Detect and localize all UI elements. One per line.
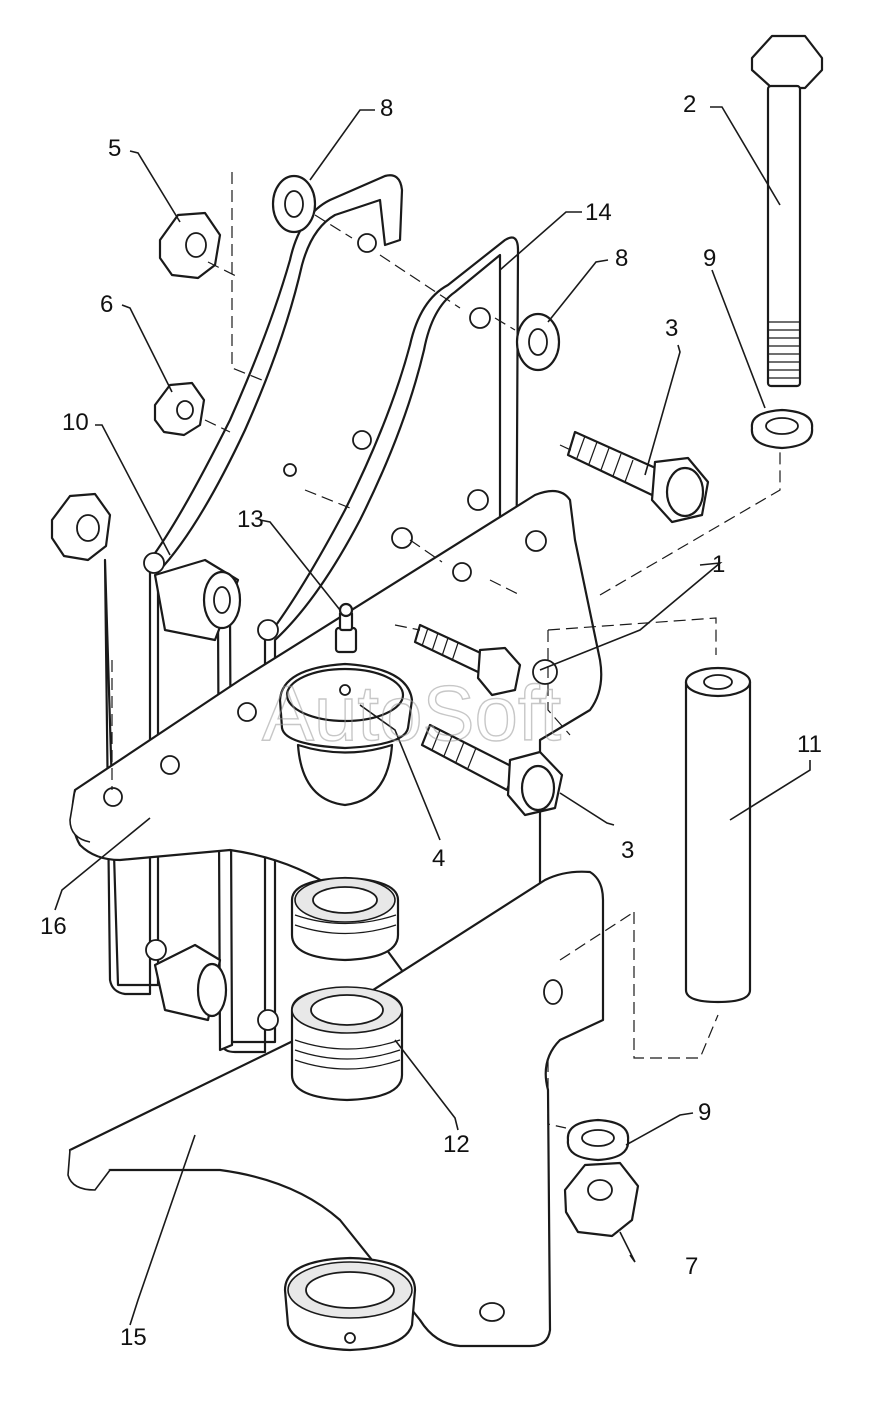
spacer-bushing-upper bbox=[153, 558, 242, 642]
callout-5: 5 bbox=[108, 135, 121, 162]
long-bolt bbox=[750, 34, 824, 388]
spring-washer-lower bbox=[566, 1118, 630, 1162]
callout-16: 16 bbox=[40, 913, 67, 940]
callout-9-lower: 9 bbox=[698, 1099, 711, 1126]
callout-8-upper: 8 bbox=[380, 95, 393, 122]
callout-labels: 1 2 3 3 4 5 6 7 8 8 9 9 10 11 12 13 14 1… bbox=[40, 91, 822, 1351]
lower-ring-nut bbox=[283, 1256, 417, 1352]
bolt-3-upper bbox=[566, 430, 710, 524]
spacer-bushing-lower bbox=[153, 943, 228, 1022]
grease-nipple bbox=[334, 602, 358, 654]
nut-lower bbox=[563, 1161, 640, 1238]
nut-left bbox=[50, 492, 112, 562]
ball-cap bbox=[278, 662, 414, 807]
callout-2: 2 bbox=[683, 91, 696, 118]
lower-ball-seat bbox=[290, 986, 404, 1102]
sleeve bbox=[684, 666, 752, 1004]
callout-9-upper: 9 bbox=[703, 245, 716, 272]
callout-7: 7 bbox=[685, 1253, 698, 1280]
callout-8-lower: 8 bbox=[615, 245, 628, 272]
callout-1: 1 bbox=[712, 551, 725, 578]
washer-8-upper bbox=[271, 174, 317, 234]
assembly-center-lines bbox=[111, 172, 781, 1129]
callout-13: 13 bbox=[237, 506, 264, 533]
nut-5 bbox=[158, 211, 222, 280]
callout-3-lower: 3 bbox=[621, 837, 634, 864]
lower-lever bbox=[67, 870, 605, 1348]
callout-15: 15 bbox=[120, 1324, 147, 1351]
callout-14: 14 bbox=[585, 199, 612, 226]
spring-washer-upper bbox=[750, 408, 814, 450]
washer-8-lower bbox=[515, 312, 561, 372]
watermark-text: AutoSoft bbox=[262, 669, 562, 757]
callout-10: 10 bbox=[62, 409, 89, 436]
rear-bracket-plate bbox=[103, 174, 404, 996]
upper-ball-seat bbox=[290, 876, 400, 962]
callout-11: 11 bbox=[797, 731, 822, 758]
callout-4: 4 bbox=[432, 845, 445, 872]
leader-lines bbox=[54, 106, 811, 1326]
bolt-1 bbox=[413, 623, 522, 697]
nut-6 bbox=[153, 381, 206, 437]
callout-12: 12 bbox=[443, 1131, 470, 1158]
callout-3-upper: 3 bbox=[665, 315, 678, 342]
bolt-3-lower bbox=[420, 723, 564, 817]
callout-6: 6 bbox=[100, 291, 113, 318]
